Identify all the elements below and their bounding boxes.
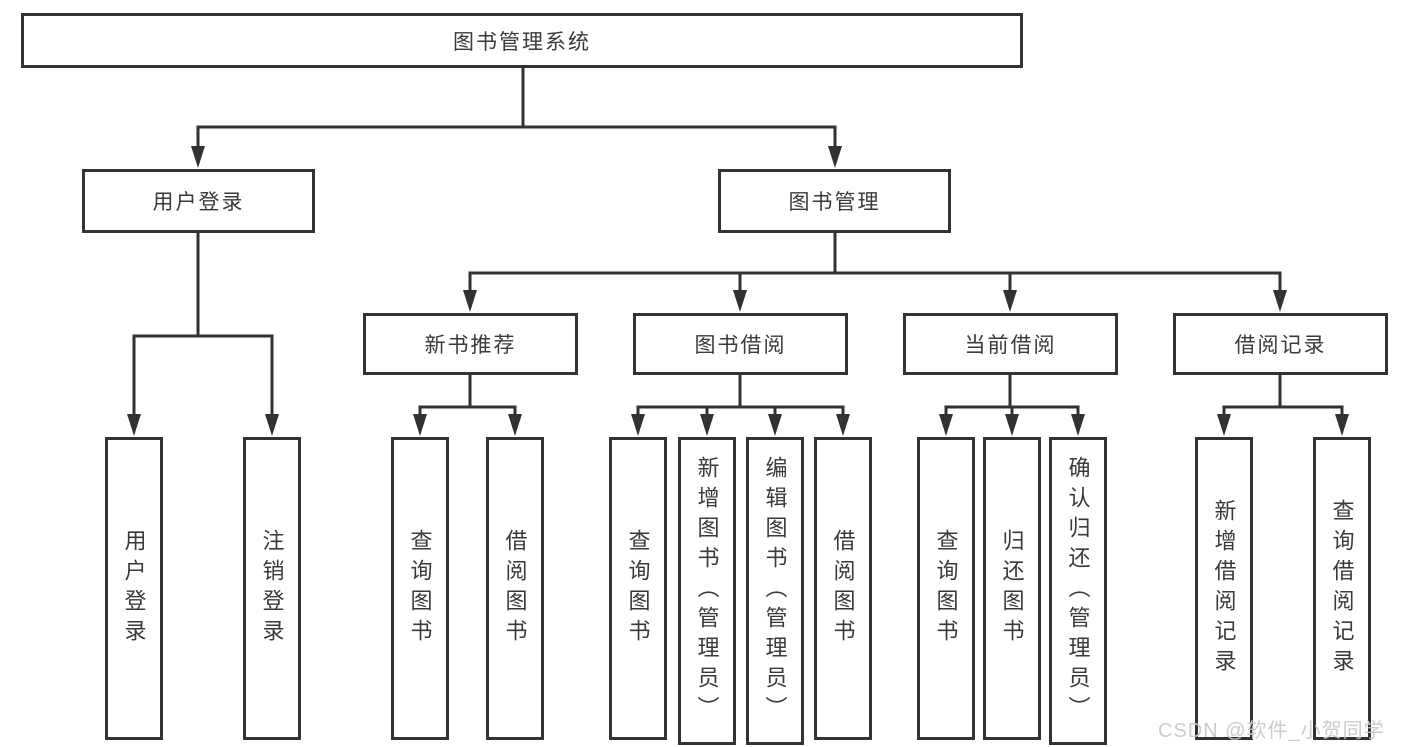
node-borrow-records: 借阅记录: [1173, 313, 1388, 375]
node-user-login: 用户登录: [82, 169, 315, 233]
leaf-query-books-current: 查询图书: [917, 437, 975, 740]
leaf-label: 借阅图书: [502, 528, 528, 649]
leaf-label: 查询图书: [933, 528, 959, 649]
node-root-system: 图书管理系统: [21, 13, 1023, 68]
leaf-label: 用户登录: [121, 528, 147, 649]
leaf-borrow-books-recommend: 借阅图书: [486, 437, 544, 740]
leaf-label: 新增图书（管理员）: [694, 456, 720, 726]
arrowhead-icons: [127, 146, 1349, 436]
leaf-logout: 注销登录: [243, 437, 301, 740]
leaf-borrow-books: 借阅图书: [814, 437, 872, 740]
leaf-edit-books-admin: 编辑图书（管理员）: [746, 437, 804, 745]
leaf-return-books: 归还图书: [983, 437, 1041, 740]
leaf-label: 注销登录: [259, 528, 285, 649]
leaf-label: 借阅图书: [830, 528, 856, 649]
leaf-query-books-recommend: 查询图书: [391, 437, 449, 740]
leaf-label: 新增借阅记录: [1211, 498, 1237, 679]
node-new-book-recommend: 新书推荐: [363, 313, 578, 375]
leaf-label: 编辑图书（管理员）: [762, 456, 788, 726]
leaf-label: 查询图书: [407, 528, 433, 649]
node-book-management: 图书管理: [718, 169, 951, 233]
leaf-query-borrow-record: 查询借阅记录: [1313, 437, 1371, 740]
leaf-label: 确认归还（管理员）: [1065, 456, 1091, 726]
leaf-label: 查询借阅记录: [1329, 498, 1355, 679]
leaf-label: 归还图书: [999, 528, 1025, 649]
leaf-label: 查询图书: [625, 528, 651, 649]
csdn-watermark: CSDN @软件_小贺同学: [1158, 720, 1385, 742]
leaf-add-books-admin: 新增图书（管理员）: [678, 437, 736, 745]
leaf-query-books-borrow: 查询图书: [609, 437, 667, 740]
node-current-borrow: 当前借阅: [903, 313, 1118, 375]
node-book-borrow: 图书借阅: [633, 313, 848, 375]
leaf-add-borrow-record: 新增借阅记录: [1195, 437, 1253, 740]
leaf-confirm-return-admin: 确认归还（管理员）: [1049, 437, 1107, 745]
leaf-user-login: 用户登录: [105, 437, 163, 740]
